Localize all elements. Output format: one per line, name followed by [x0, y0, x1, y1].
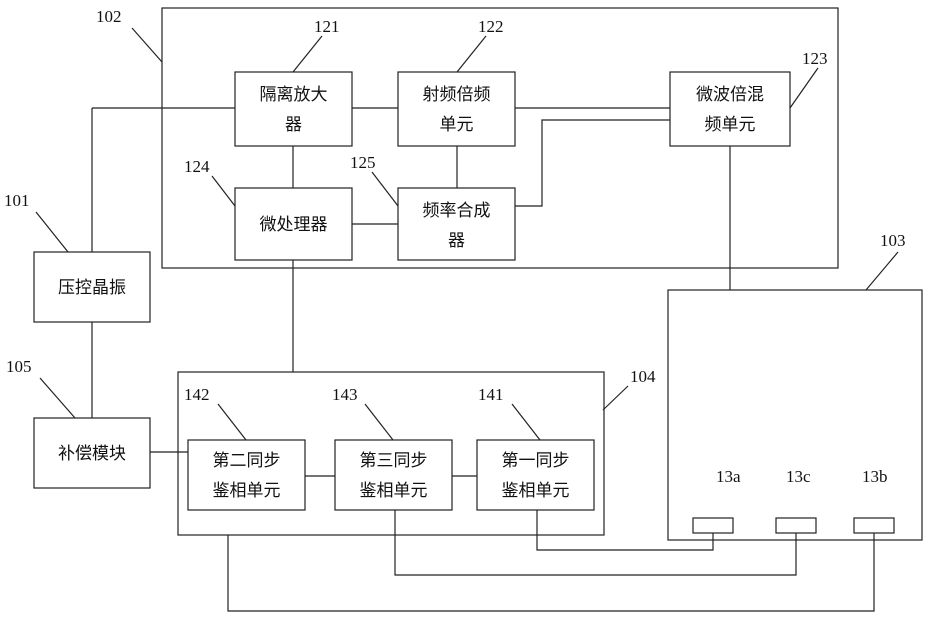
microwave-mixer-line1: 微波倍混 — [696, 85, 764, 105]
ref-label-143: 143 — [332, 385, 358, 404]
leader-105 — [40, 378, 75, 418]
phase-unit-2-line1: 第二同步 — [213, 451, 281, 471]
rf-multiplier-line2: 单元 — [440, 115, 474, 135]
ref-label-142: 142 — [184, 385, 210, 404]
leader-102 — [132, 28, 162, 62]
port-13a — [693, 518, 733, 533]
module-103-frame — [668, 290, 922, 540]
phase-unit-2-line2: 鉴相单元 — [213, 481, 281, 501]
leader-103 — [866, 252, 898, 290]
port-13b — [854, 518, 894, 533]
ref-label-141: 141 — [478, 385, 504, 404]
microprocessor-label: 微处理器 — [260, 215, 328, 235]
phase-unit-1-line2: 鉴相单元 — [502, 481, 570, 501]
leader-101 — [36, 212, 68, 252]
ref-label-101: 101 — [4, 191, 30, 210]
phase-unit-3-line2: 鉴相单元 — [360, 481, 428, 501]
wire-104-13b — [228, 533, 874, 611]
ref-label-104: 104 — [630, 367, 656, 386]
vcxo-label: 压控晶振 — [58, 278, 126, 298]
ref-label-103: 103 — [880, 231, 906, 250]
ref-label-121: 121 — [314, 17, 340, 36]
ref-label-124: 124 — [184, 157, 210, 176]
ref-label-102: 102 — [96, 7, 122, 26]
microwave-mixer-line2: 频单元 — [705, 115, 756, 135]
isolation-amplifier-line1: 隔离放大 — [260, 85, 328, 105]
frequency-synthesizer-line1: 频率合成 — [423, 201, 491, 221]
port-label-13a: 13a — [716, 467, 741, 486]
ref-label-122: 122 — [478, 17, 504, 36]
port-label-13b: 13b — [862, 467, 888, 486]
rf-multiplier-line1: 射频倍频 — [423, 85, 491, 105]
port-13c — [776, 518, 816, 533]
ref-label-123: 123 — [802, 49, 828, 68]
ref-label-105: 105 — [6, 357, 32, 376]
phase-unit-1-line1: 第一同步 — [502, 451, 570, 471]
frequency-synthesizer-line2: 器 — [448, 231, 465, 251]
isolation-amplifier-line2: 器 — [285, 115, 302, 135]
leader-104 — [603, 386, 628, 410]
compensation-module-label: 补偿模块 — [58, 444, 126, 464]
phase-unit-3-line1: 第三同步 — [360, 451, 428, 471]
port-label-13c: 13c — [786, 467, 811, 486]
ref-label-125: 125 — [350, 153, 376, 172]
